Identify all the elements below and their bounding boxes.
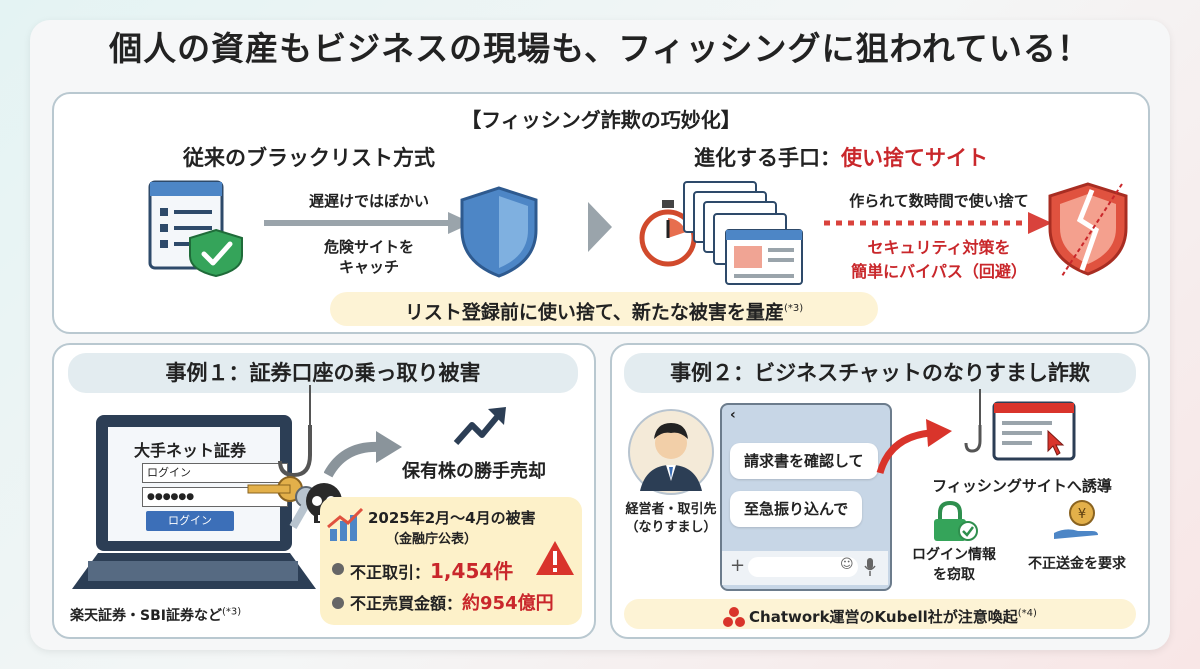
dotted-arrow-icon [824,212,1052,234]
arrow-top-text: 遅遅けではぼかい [308,192,429,210]
damage-period-title: 2025年2月〜4月の被害 [368,509,536,527]
brokers-text: 楽天証券・SBI証券など [70,608,222,624]
kubell-warning-note: (*4) [1017,608,1037,619]
phishing-evolution-panel: 【フィッシング詐欺の巧妙化】 従来のブラックリスト方式 進化する手口：使い捨てサ… [52,92,1150,334]
arrow-bottom-line-2: キャッチ [338,258,399,276]
summary-note: (*3) [783,303,804,314]
damage-source: （金融庁公表） [386,532,478,547]
stat2-label: 不正売買金額： [350,594,463,613]
trend-line-icon [453,407,506,445]
evolved-method-label: 進化する手口：使い捨てサイト [694,142,988,172]
stock-sold-text: 保有株の勝手売却 [402,461,546,482]
bypass-line-1: セキュリティ対策を [867,238,1011,257]
bullet-icon [332,597,344,609]
curved-arrow-icon [324,431,402,478]
businessman-avatar-icon [628,409,714,495]
arrow-right-icon [264,212,472,234]
impersonator-label: 経営者・取引先 （なりすまし） [612,501,730,537]
brokers-footer: 楽天証券・SBI証券など(*3) [70,605,241,625]
arrow-bottom-text: 危険サイトを キャッチ [264,237,474,277]
case1-panel: 事例１：証券口座の乗っ取り被害 大手ネット証券 ログイン ●●●●●● ログイン… [52,343,596,639]
screen-title: 大手ネット証券 [134,441,247,460]
stat2-value: 約954億円 [462,593,554,614]
fraud-transfer-text: 不正送金を要求 [1028,556,1126,572]
bypass-line-2: 簡単にバイパス（回避） [851,262,1027,281]
red-curved-arrow-icon [876,419,952,475]
panel-heading: 【フィッシング詐欺の巧妙化】 [461,108,741,132]
login-button[interactable]: ログイン [146,511,234,531]
login-id-field[interactable]: ログイン [142,463,288,483]
impersonator-line-1: 経営者・取引先 [625,502,717,517]
stat1-label: 不正取引： [350,563,431,582]
brokers-note: (*3) [221,606,242,618]
case2-panel: 事例２：ビジネスチャットのなりすまし詐欺 経営者・取引先 （なりすまし） ‹ 請… [610,343,1150,639]
checklist-document-icon [148,180,243,278]
chatwork-logo-icon [723,606,746,627]
broken-shield-icon [1048,182,1128,277]
chat-bubble-invoice: 請求書を確認して [730,443,878,479]
impersonator-line-2: （なりすまし） [625,520,717,535]
case2-heading: 事例２：ビジネスチャットのなりすまし詐欺 [624,353,1136,393]
back-chevron-icon[interactable]: ‹ [730,407,736,423]
emoji-icon[interactable]: ☺ [840,557,854,572]
chat-bubble-urgent: 至急振り込んで [730,491,863,527]
credential-theft-line-1: ログイン情報 [912,547,996,563]
blacklist-label: 従来のブラックリスト方式 [183,146,435,170]
chevron-right-icon [588,202,612,252]
credential-theft-text: ログイン情報 を窃取 [892,545,1016,585]
stat1-value: 1,454件 [430,559,514,583]
chat-message-input[interactable] [748,557,858,577]
bypass-text: セキュリティ対策を 簡単にバイパス（回避） [804,236,1074,284]
hand-coin-icon: ¥ [1054,500,1098,539]
phishing-redirect-text: フィッシングサイトへ誘導 [932,477,1112,495]
microphone-icon[interactable] [864,557,876,577]
stat-fraud-transactions: 不正取引：1,454件 [350,555,513,584]
blue-shield-icon [460,186,538,278]
arrow-bottom-line-1: 危険サイトを [323,238,414,256]
damage-stats-box [320,497,582,625]
plus-icon[interactable]: + [730,555,746,576]
dotted-arrow-text: 作られて数時間で使い捨て [849,192,1029,210]
bullet-icon [332,563,344,575]
svg-text:¥: ¥ [1078,507,1086,522]
bar-chart-icon [327,507,364,541]
summary-banner: リスト登録前に使い捨て、新たな被害を量産(*3) [330,292,878,326]
stat-fraud-amount: 不正売買金額：約954億円 [350,589,554,615]
kubell-warning-text: Chatwork運営のKubell社が注意喚起 [749,608,1018,626]
warning-icon [536,541,574,575]
summary-text: リスト登録前に使い捨て、新たな被害を量産 [404,301,784,324]
fish-hook-keys-icon [247,385,317,529]
lock-check-icon [934,501,978,541]
evolved-method-highlight: 使い捨てサイト [841,146,988,170]
evolved-method-prefix: 進化する手口： [694,146,841,170]
phishing-site-icon [964,389,1076,461]
case1-heading: 事例１：証券口座の乗っ取り被害 [68,353,578,393]
disposable-sites-stack-icon [683,181,803,285]
kubell-warning-banner: Chatwork運営のKubell社が注意喚起(*4) [624,599,1136,629]
page-title: 個人の資産もビジネスの現場も、フィッシングに狙われている！ [109,29,1091,68]
credential-theft-line-2: を窃取 [933,567,975,583]
